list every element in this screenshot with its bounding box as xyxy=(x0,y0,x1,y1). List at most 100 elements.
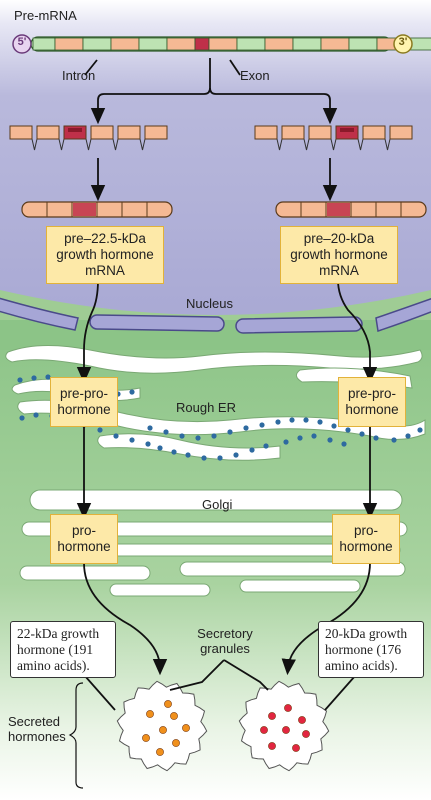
ribosome-dot xyxy=(185,452,191,458)
ribosome-dot xyxy=(289,417,295,423)
intron-loop xyxy=(357,138,364,151)
hormone-molecule xyxy=(292,744,300,752)
hormone-molecule xyxy=(298,716,306,724)
exon-segment xyxy=(320,37,350,51)
prepro-hormone-box-left: pre-pro- hormone xyxy=(50,377,118,427)
ribosome-dot xyxy=(331,423,337,429)
ribosome-dot xyxy=(283,439,289,445)
ribosome-dot xyxy=(391,437,397,443)
mature-mrna-left xyxy=(21,201,173,218)
alternative-exon xyxy=(73,203,96,216)
ribosome-dot xyxy=(227,429,233,435)
exon-segment xyxy=(110,37,140,51)
secretory-granules-label: Secretory granules xyxy=(197,626,253,656)
ribosome-dot xyxy=(405,433,411,439)
ribosome-dot xyxy=(311,433,317,439)
ribosome-dot xyxy=(249,447,255,453)
exon-segment xyxy=(264,37,294,51)
secreted-hormones-label: Secreted hormones xyxy=(8,714,66,744)
ribosome-dot xyxy=(259,422,265,428)
exon-segment xyxy=(389,125,413,140)
hormone-molecule xyxy=(172,739,180,747)
granule-left xyxy=(116,680,208,772)
intron-loop xyxy=(139,138,146,151)
ribosome-dot xyxy=(345,427,351,433)
mature-mrna-right xyxy=(275,201,427,218)
golgi-label: Golgi xyxy=(202,497,233,512)
ribosome-dot xyxy=(341,441,347,447)
granule-right xyxy=(238,680,330,772)
intron-loop xyxy=(58,138,65,151)
intron-loop xyxy=(276,138,283,151)
exon-segment xyxy=(281,125,305,140)
exon-segment xyxy=(63,125,87,140)
ribosome-dot xyxy=(297,435,303,441)
three-prime-end xyxy=(393,34,413,54)
golgi xyxy=(19,489,408,597)
intron-loop xyxy=(384,138,391,151)
intron-loop xyxy=(303,138,310,151)
ribosome-dot xyxy=(317,419,323,425)
alternative-exon xyxy=(327,203,350,216)
ribosome-dot xyxy=(17,377,23,383)
ribosome-dot xyxy=(373,435,379,441)
exon-segment xyxy=(54,37,84,51)
ribosome-dot xyxy=(19,415,25,421)
mrna-box-20kda: pre–20-kDa growth hormone mRNA xyxy=(280,226,398,284)
pre-mrna-label: Pre-mRNA xyxy=(14,8,77,23)
prepro-hormone-box-right: pre-pro- hormone xyxy=(338,377,406,427)
exon-segment xyxy=(117,125,141,140)
exon-segment xyxy=(254,125,278,140)
ribosome-dot xyxy=(157,445,163,451)
ribosome-dot xyxy=(145,441,151,447)
intron-segment xyxy=(348,37,378,51)
hormone-molecule xyxy=(284,704,292,712)
hormone-molecule xyxy=(164,700,172,708)
intron-label: Intron xyxy=(62,68,96,83)
hormone-molecule xyxy=(282,726,290,734)
three-prime-label: 3' xyxy=(398,36,408,48)
ribosome-dot xyxy=(211,433,217,439)
ribosome-dot xyxy=(195,435,201,441)
hormone-dots-22kda xyxy=(142,700,190,756)
hormone-molecule xyxy=(156,748,164,756)
mrna-box-22kda: pre–22.5-kDa growth hormone mRNA xyxy=(46,226,164,284)
hormone-molecule xyxy=(170,712,178,720)
ribosome-dot xyxy=(217,455,223,461)
hormone-molecule xyxy=(268,712,276,720)
ribosome-dot xyxy=(243,425,249,431)
alternative-exon-mark xyxy=(340,128,354,132)
splice-intermediate-left xyxy=(9,125,168,151)
hormone-molecule xyxy=(142,734,150,742)
intron-segment xyxy=(32,37,56,51)
ribosome-dot xyxy=(129,437,135,443)
alternative-exon-mark xyxy=(68,128,82,132)
exon-segment xyxy=(308,125,332,140)
alternative-exon-segment xyxy=(194,37,210,51)
five-prime-end xyxy=(12,34,32,54)
ribosome-dot xyxy=(171,449,177,455)
hormone-molecule xyxy=(268,742,276,750)
ribosome-dot xyxy=(45,374,51,380)
hormone-molecule xyxy=(260,726,268,734)
ribosome-dot xyxy=(233,452,239,458)
ribosome-dot xyxy=(147,425,153,431)
hormone-molecule xyxy=(146,710,154,718)
exon-segment xyxy=(362,125,386,140)
five-prime-label: 5' xyxy=(17,36,27,48)
exon-segment xyxy=(335,125,359,140)
callout-20kda: 20-kDa growth hormone (176 amino acids). xyxy=(318,621,424,678)
intron-segment xyxy=(82,37,112,51)
hormone-molecule xyxy=(182,724,190,732)
rough-er-label: Rough ER xyxy=(176,400,236,415)
exon-segment xyxy=(166,37,196,51)
splice-intermediate-right xyxy=(254,125,413,151)
ribosome-dot xyxy=(263,443,269,449)
ribosome-dot xyxy=(303,417,309,423)
exon-segment xyxy=(208,37,238,51)
exon-segment xyxy=(36,125,60,140)
hormone-molecule xyxy=(302,730,310,738)
intron-segment xyxy=(292,37,322,51)
intron-loop xyxy=(85,138,92,151)
ribosome-dot xyxy=(129,389,135,395)
